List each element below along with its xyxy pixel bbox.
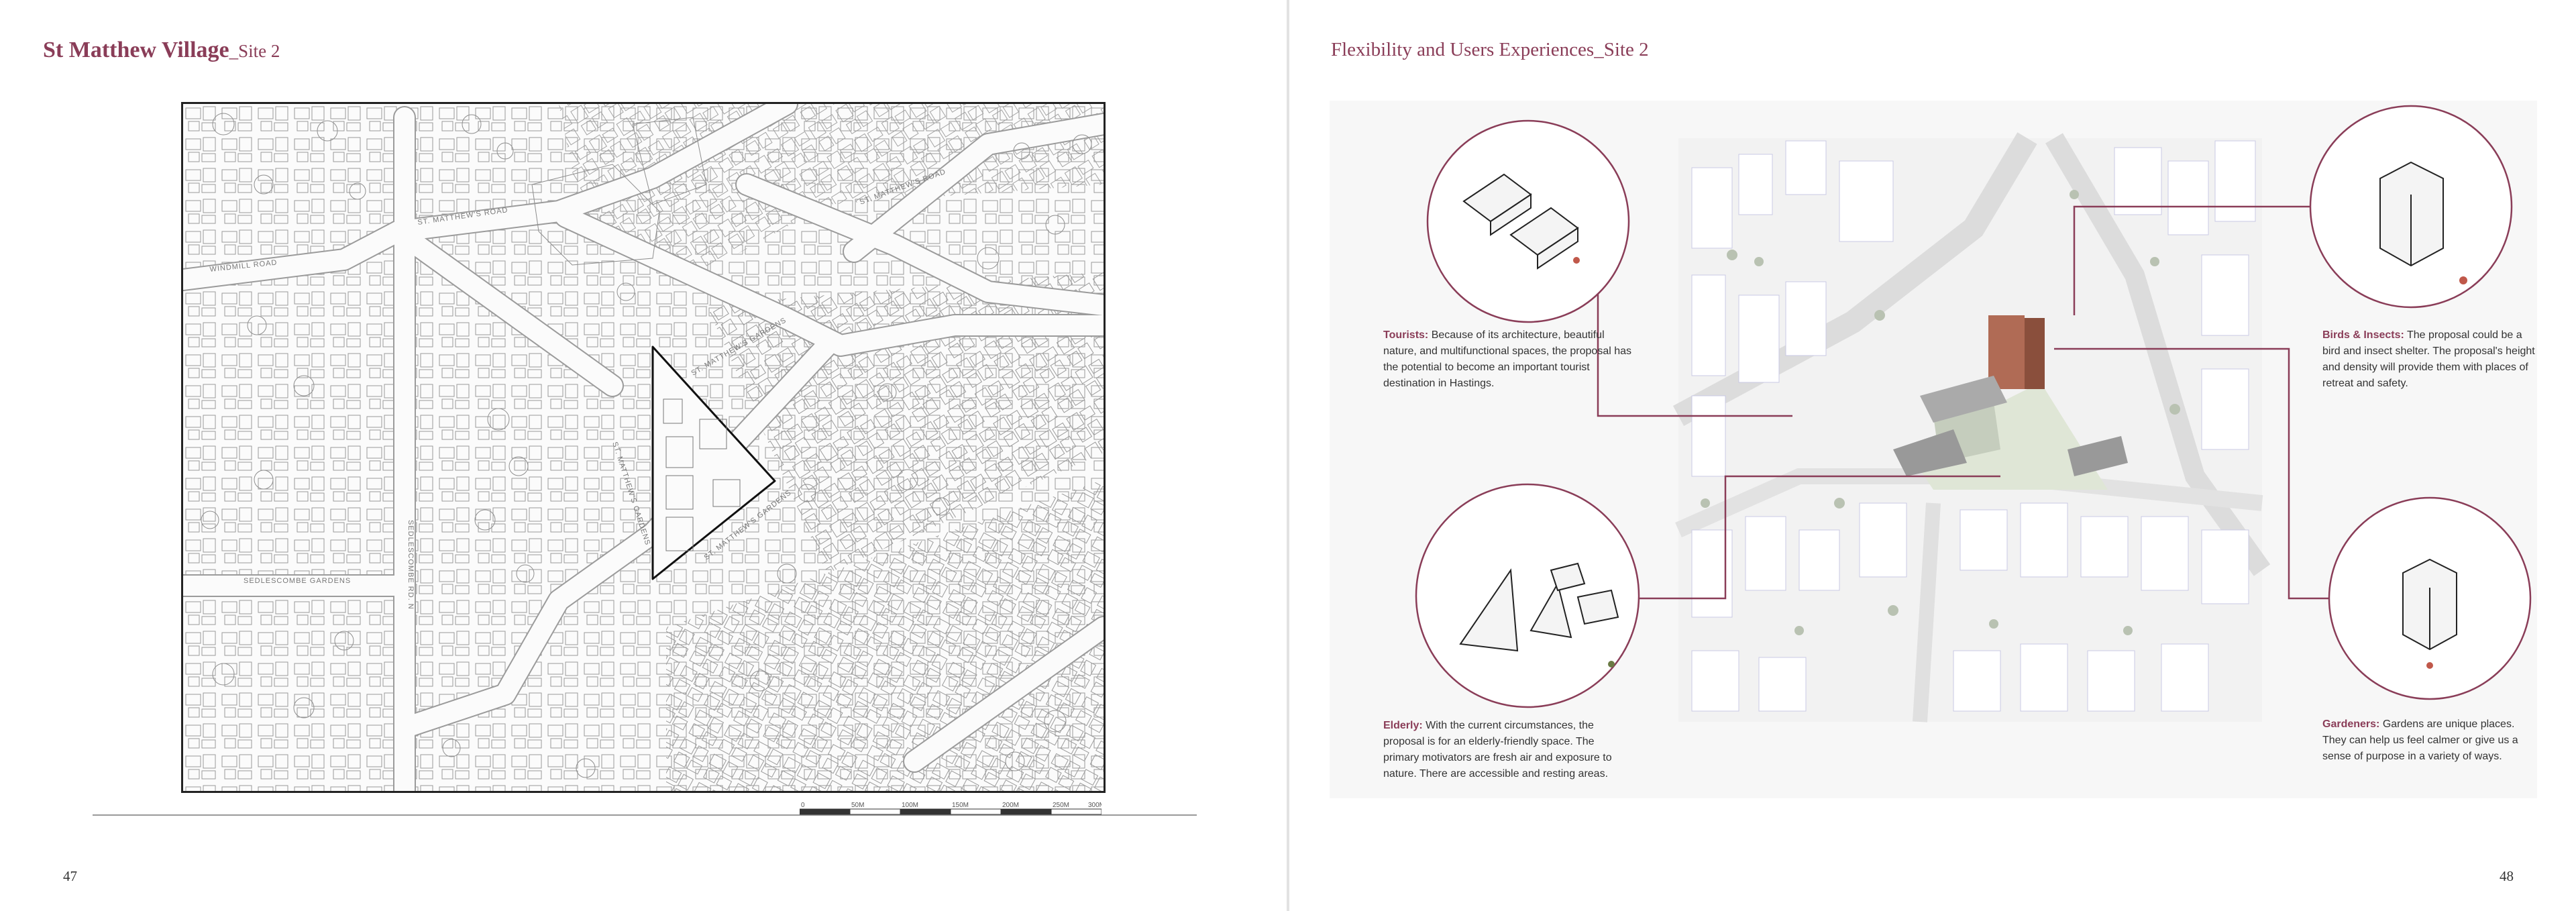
aerial-site-render	[1672, 132, 2271, 722]
page-divider	[93, 814, 1197, 816]
tree-symbols	[201, 113, 1092, 778]
caption-text: With the current circumstances, the prop…	[1383, 720, 1612, 780]
page-number: 47	[63, 868, 77, 884]
caption-text: The proposal could be a bird and insect …	[2322, 329, 2535, 389]
scale-label: 300M	[1088, 802, 1102, 809]
street-label: SEDLESCOMBE RD. N	[407, 520, 415, 610]
left-page: St Matthew Village_Site 2	[0, 0, 1287, 911]
scale-label: 150M	[952, 802, 969, 809]
caption-label: Tourists:	[1383, 329, 1429, 341]
caption-text: Gardens are unique places. They can help…	[2322, 718, 2518, 762]
page-number: 48	[2500, 868, 2514, 884]
caption-gardeners: Gardeners: Gardens are unique places. Th…	[2322, 716, 2537, 765]
scale-label: 250M	[1053, 802, 1069, 809]
scale-segment	[849, 808, 901, 815]
site-map: ST. MATTHEW'S ROAD WINDMILL ROAD SEDLESC…	[181, 102, 1106, 793]
site-map-drawing: ST. MATTHEW'S ROAD WINDMILL ROAD SEDLESC…	[183, 104, 1104, 791]
caption-elderly: Elderly: With the current circumstances,…	[1383, 718, 1631, 782]
right-page: Flexibility and Users Experiences_Site 2	[1289, 0, 2576, 911]
scale-label: 100M	[902, 802, 918, 809]
scale-segment	[900, 808, 951, 815]
scale-bar: 0 50M 100M 150M 200M 250M 300M	[800, 802, 1102, 815]
title-sub: _Site 2	[229, 41, 280, 61]
street-label: SEDLESCOMBE GARDENS	[244, 577, 351, 585]
page-title: St Matthew Village_Site 2	[43, 38, 280, 63]
scale-segment	[1051, 808, 1102, 815]
scale-segment	[800, 808, 851, 815]
caption-text: Because of its architecture, beautiful n…	[1383, 329, 1632, 389]
caption-tourists: Tourists: Because of its architecture, b…	[1383, 327, 1631, 392]
page-spine	[1287, 0, 1289, 911]
title-main: St Matthew Village	[43, 38, 229, 62]
scale-label: 200M	[1002, 802, 1019, 809]
caption-label: Birds & Insects:	[2322, 329, 2404, 341]
scale-label: 50M	[851, 802, 864, 809]
caption-birds-insects: Birds & Insects: The proposal could be a…	[2322, 327, 2537, 392]
elderly-circle	[1415, 483, 1640, 708]
page-title: Flexibility and Users Experiences_Site 2	[1331, 39, 1649, 60]
scale-label: 0	[801, 802, 805, 809]
tourists-circle	[1426, 119, 1630, 323]
scale-segment	[950, 808, 1002, 815]
scale-segment	[1000, 808, 1052, 815]
users-experience-diagram: Tourists: Because of its architecture, b…	[1330, 101, 2537, 798]
caption-label: Gardeners:	[2322, 718, 2380, 730]
site-boundary	[651, 345, 776, 580]
caption-label: Elderly:	[1383, 720, 1423, 731]
